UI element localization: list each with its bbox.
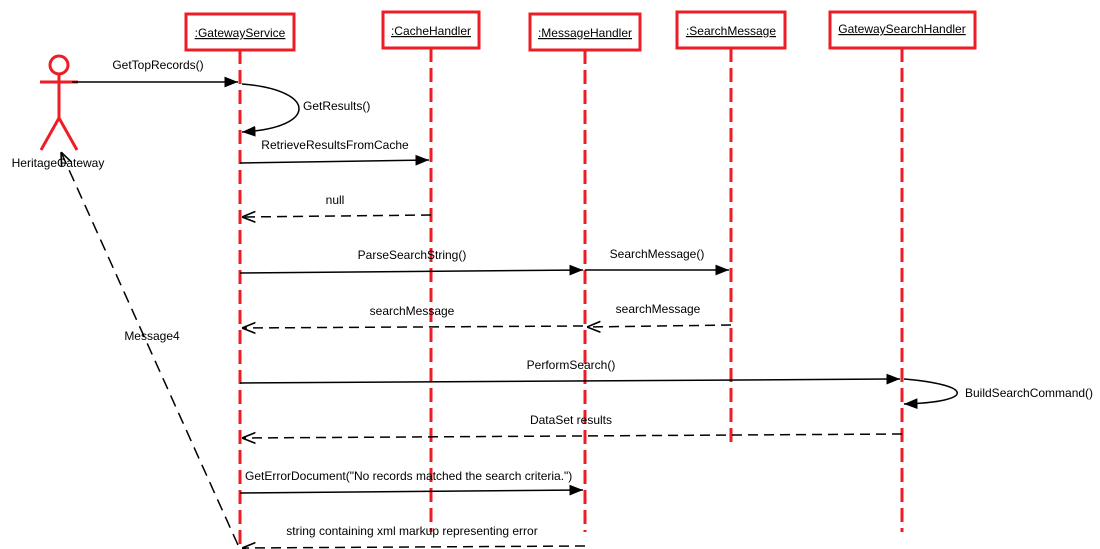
message-dataset-results[interactable]: DataSet results xyxy=(242,413,903,438)
object-messagehandler[interactable]: :MessageHandler xyxy=(528,12,642,52)
message-getresults[interactable]: GetResults() xyxy=(241,83,370,137)
message-label: DataSet results xyxy=(530,413,612,427)
message-message4[interactable]: Message4 xyxy=(61,152,239,546)
object-label: :CacheHandler xyxy=(391,24,471,38)
message-label: GetTopRecords() xyxy=(112,58,203,72)
actor-label: HeritageGateway xyxy=(12,156,105,170)
object-searchmessage[interactable]: :SearchMessage xyxy=(675,10,787,50)
message-label: string containing xml markup representin… xyxy=(286,524,537,538)
message-gettoprecords[interactable]: GetTopRecords() xyxy=(72,58,238,88)
object-label: GatewaySearchHandler xyxy=(838,22,965,36)
message-label: BuildSearchCommand() xyxy=(965,386,1093,400)
message-error-string[interactable]: string containing xml markup representin… xyxy=(242,524,586,548)
object-label: :MessageHandler xyxy=(538,26,632,40)
message-label: Message4 xyxy=(124,329,180,343)
message-searchmessage-return-2[interactable]: searchMessage xyxy=(242,304,584,328)
object-gatewaysearchhandler[interactable]: GatewaySearchHandler xyxy=(828,10,977,50)
lifelines xyxy=(238,48,904,549)
message-label: SearchMessage() xyxy=(610,247,705,261)
message-parsesearchstring[interactable]: ParseSearchString() xyxy=(239,248,584,276)
message-null[interactable]: null xyxy=(242,193,432,217)
object-gatewayservice[interactable]: :GatewayService xyxy=(184,12,296,52)
object-cachehandler[interactable]: :CacheHandler xyxy=(381,10,481,50)
message-buildsearchcommand[interactable]: BuildSearchCommand() xyxy=(903,378,1093,410)
object-label: :SearchMessage xyxy=(686,24,776,38)
message-label: GetResults() xyxy=(303,99,370,113)
message-performsearch[interactable]: PerformSearch() xyxy=(239,358,901,385)
object-label: :GatewayService xyxy=(195,26,286,40)
message-label: ParseSearchString() xyxy=(358,248,467,262)
message-label: GetErrorDocument("No records matched the… xyxy=(245,469,572,483)
message-label: searchMessage xyxy=(370,304,455,318)
message-label: RetrieveResultsFromCache xyxy=(261,138,409,152)
actor-heritagegateway[interactable]: HeritageGateway xyxy=(12,54,105,170)
message-label: PerformSearch() xyxy=(527,358,616,372)
message-label: searchMessage xyxy=(616,302,701,316)
message-retrieveresultsfromcache[interactable]: RetrieveResultsFromCache xyxy=(239,138,430,166)
message-searchmessage-return-1[interactable]: searchMessage xyxy=(587,302,732,327)
message-label: null xyxy=(326,193,345,207)
message-geterrordocument[interactable]: GetErrorDocument("No records matched the… xyxy=(239,469,584,496)
message-searchmessage-call[interactable]: SearchMessage() xyxy=(585,247,729,276)
actor-icon xyxy=(39,54,79,151)
